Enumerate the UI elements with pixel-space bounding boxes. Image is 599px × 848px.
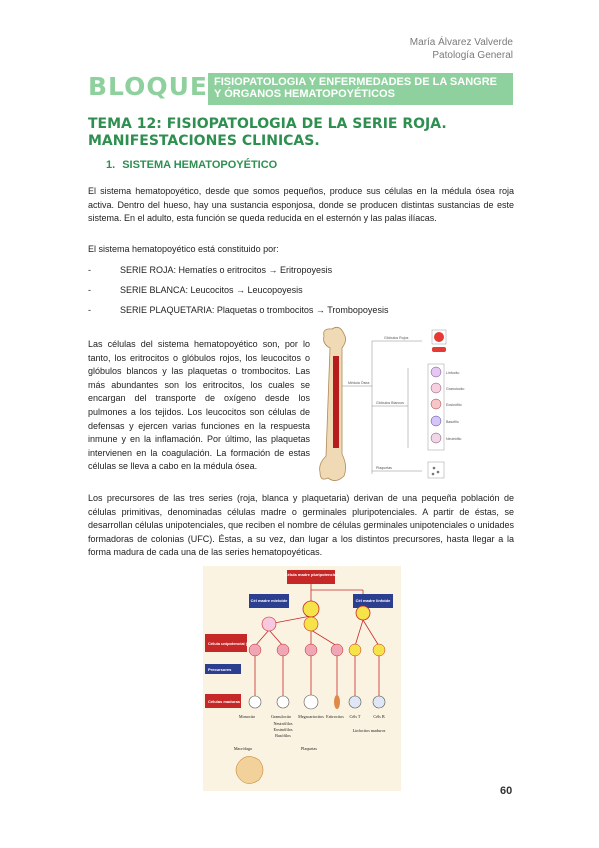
bloque-banner: FISIOPATOLOGIA Y ENFERMEDADES DE LA SANG… — [208, 73, 513, 105]
section-title: SISTEMA HEMATOPOYÉTICO — [122, 159, 278, 171]
label-marrow: Médula Ósea — [348, 380, 369, 385]
label-mega: Megacariocitos — [298, 714, 324, 719]
page-number: 60 — [500, 785, 513, 797]
femur-illustration — [319, 326, 346, 481]
series-list: -SERIE ROJA: Hematíes o eritrocitos → Er… — [88, 264, 514, 324]
label-lymphoid: Cél madre linfoide — [356, 598, 391, 603]
label-celt: Céls T — [350, 714, 361, 719]
label-eritrocitos: Eritrocitos — [326, 714, 344, 719]
tema-title: TEMA 12: FISIOPATOLOGIA DE LA SERIE ROJA… — [88, 116, 447, 149]
label-neutrofilo: Neutrófilo — [446, 437, 461, 441]
label-myeloid: Cél madre mieloide — [251, 598, 288, 603]
stem-cell-box — [287, 570, 335, 584]
section-number: 1. — [106, 159, 116, 171]
ufc-box — [205, 634, 247, 652]
paragraph-3: Las células del sistema hematopoyético s… — [88, 339, 310, 472]
label-neutrofilos: Neutrófilos — [273, 721, 292, 726]
label-red-cells: Glóbulos Rojos — [384, 336, 409, 340]
label-celb: Céls B — [373, 714, 384, 719]
author-header: María Álvarez Valverde Patología General — [410, 36, 513, 62]
label-basofilo: Basófilo — [446, 420, 459, 424]
label-granulocito: Granulocito — [271, 714, 291, 719]
paragraph-2: El sistema hematopoyético está constitui… — [88, 244, 279, 254]
paragraph-4: Los precursores de las tres series (roja… — [88, 493, 514, 558]
label-precursors: Precursores — [208, 667, 232, 672]
hematopoiesis-diagram: Célula madre pluripotencial Cél madre mi… — [203, 566, 401, 791]
label-linfocito: Linfocito — [446, 371, 459, 375]
label-eosinofilos: Eosinófilos — [273, 727, 292, 732]
author-name: María Álvarez Valverde — [409, 37, 513, 48]
list-item: -SERIE BLANCA: Leucocitos → Leucopoyesis — [88, 285, 303, 295]
list-item: -SERIE PLAQUETARIA: Plaquetas o tromboci… — [88, 305, 389, 315]
myeloid-box — [249, 594, 289, 608]
macrophage-shape — [235, 756, 264, 784]
bone-marrow-figure: Glóbulos Rojos Médula Ósea Glóbulos Blan… — [319, 326, 464, 481]
paragraph-1: El sistema hematopoyético, desde que som… — [88, 186, 514, 224]
label-linfocitos: Linfocitos maduros — [353, 728, 386, 733]
section-heading: 1. SISTEMA HEMATOPOYÉTICO — [106, 159, 277, 171]
label-macrofago: Macrófago — [234, 746, 252, 751]
label-mature: Células maduras — [208, 699, 241, 704]
label-ufc: Célula unipotencial (UFC) — [208, 641, 257, 646]
label-basofilos: Basófilos — [275, 733, 291, 738]
label-granulocito: Granulocito — [446, 387, 464, 391]
precursors-box — [205, 664, 241, 674]
label-platelets: Plaquetas — [376, 466, 392, 470]
label-monocito: Monocito — [239, 714, 255, 719]
subject-name: Patología General — [432, 50, 513, 61]
label-stem: Célula madre pluripotencial — [285, 572, 337, 577]
list-item: -SERIE ROJA: Hematíes o eritrocitos → Er… — [88, 265, 333, 275]
mature-box — [205, 694, 241, 708]
lymphoid-box — [353, 594, 393, 608]
label-eosinofilo: Eosinófilo — [446, 403, 462, 407]
label-white-cells: Glóbulos Blancos — [376, 401, 404, 405]
label-plaquetas: Plaquetas — [301, 746, 317, 751]
